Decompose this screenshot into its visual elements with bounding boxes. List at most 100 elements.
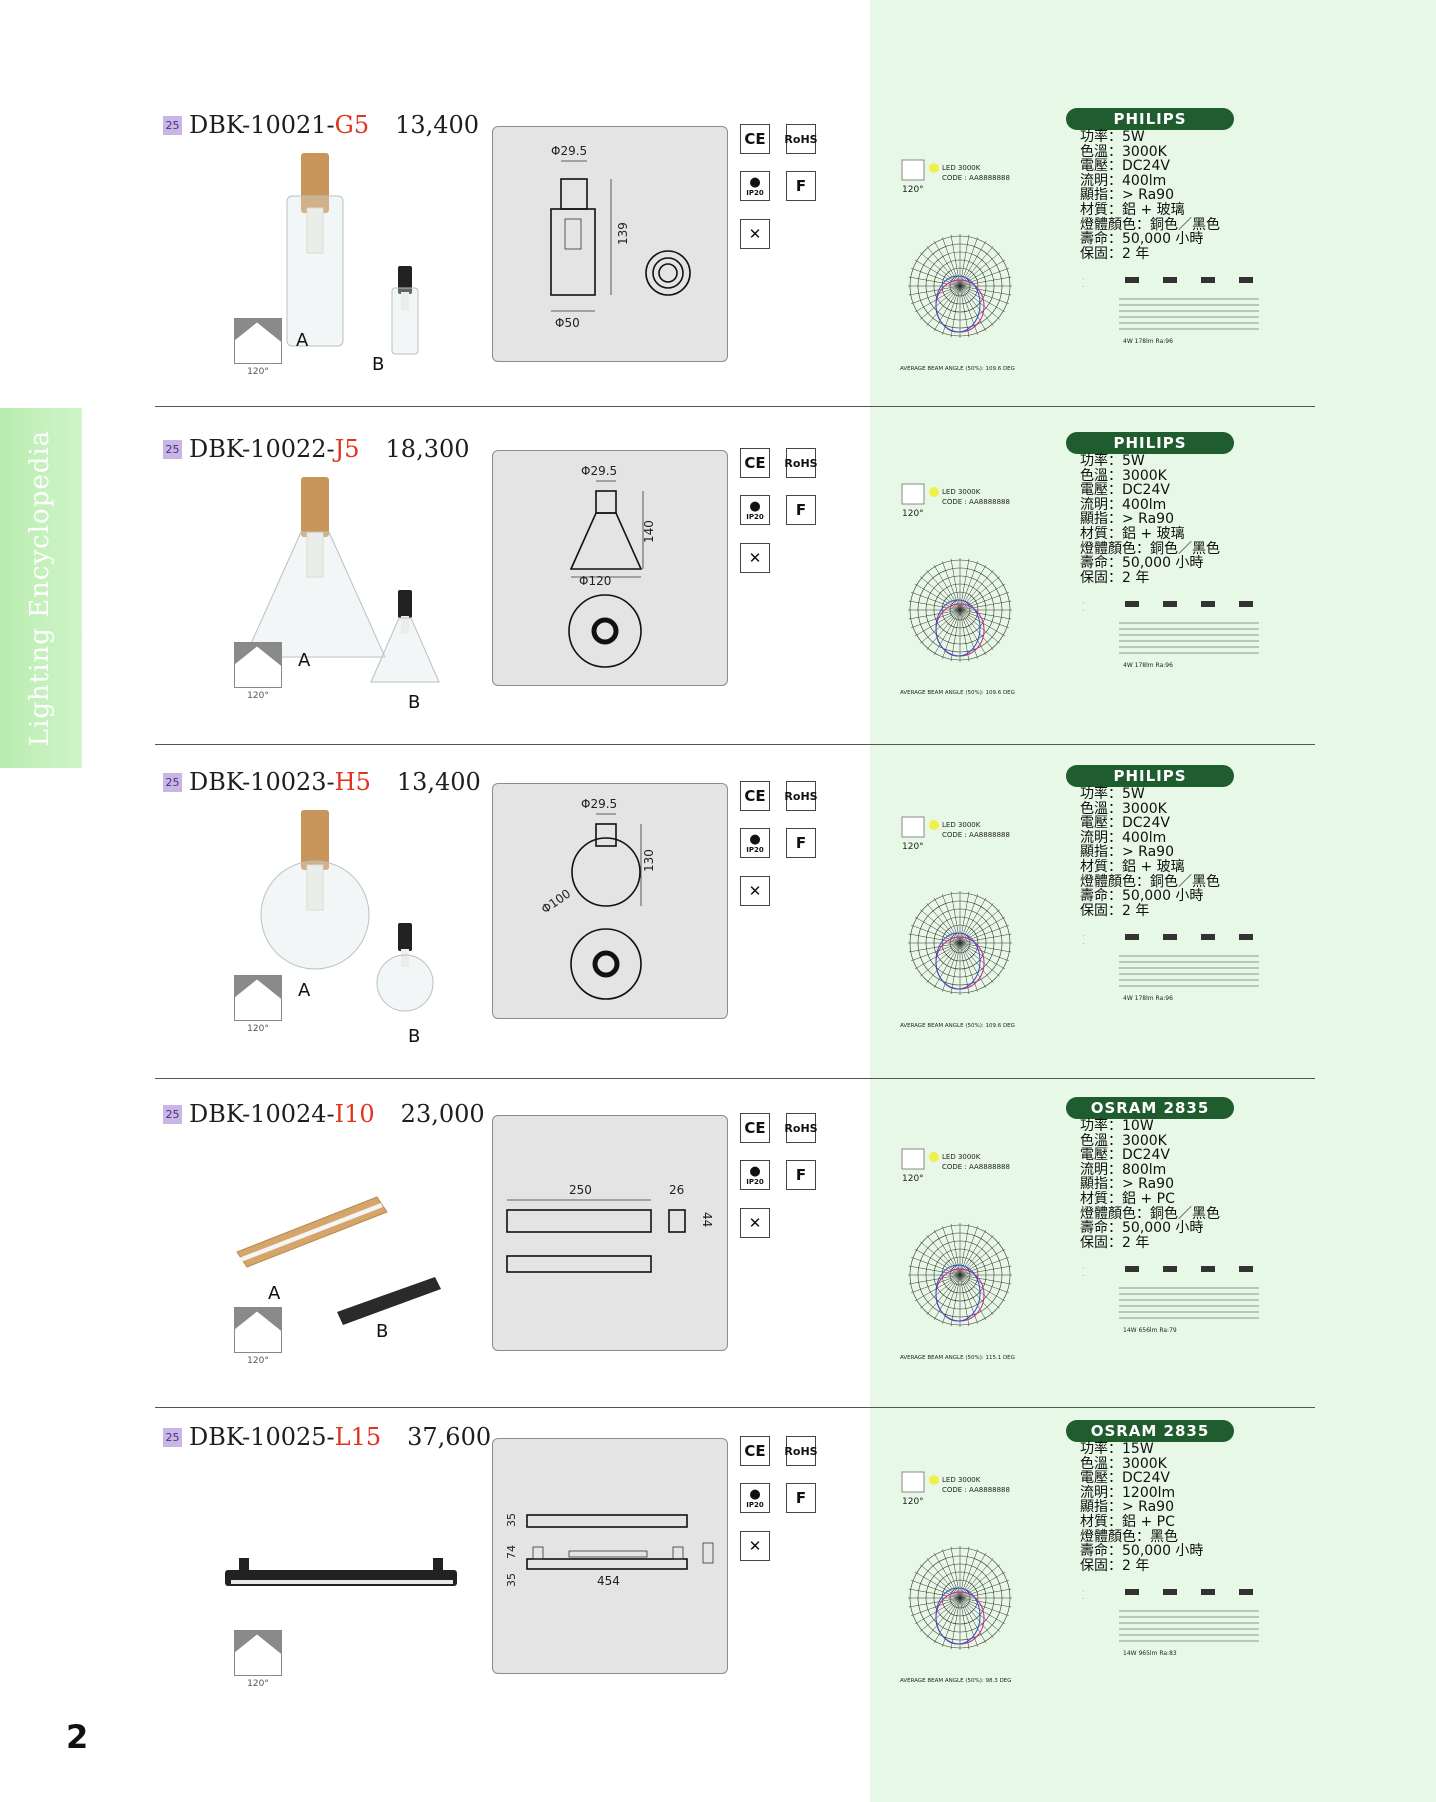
holder-outline bbox=[595, 823, 617, 847]
ip20-icon: ●IP20 bbox=[740, 171, 770, 201]
polar-spoke bbox=[959, 903, 994, 944]
polar-spoke bbox=[933, 1229, 961, 1276]
weee-bin-icon: ✕ bbox=[740, 543, 770, 573]
spec-line: 功率：15W bbox=[1080, 1441, 1154, 1457]
top-view-outline bbox=[526, 1514, 688, 1528]
beam-angle-label: 120° bbox=[247, 1024, 269, 1034]
spec-line: 電壓：DC24V bbox=[1080, 815, 1170, 832]
weee-bin-icon: ✕ bbox=[740, 1531, 770, 1561]
model-suffix: J5 bbox=[334, 435, 360, 463]
dimension-label: 35 bbox=[505, 1573, 518, 1587]
product-code-label: CODE : AA8888888 bbox=[942, 1486, 1010, 1494]
polar-spoke bbox=[911, 267, 961, 287]
product-title: 25 DBK-10023-H5 13,400 bbox=[163, 765, 481, 799]
spec-line: 保固：2 年 bbox=[1080, 902, 1150, 919]
dimension-label: Φ29.5 bbox=[581, 464, 617, 478]
polar-spoke bbox=[920, 1597, 961, 1632]
weee-bin-icon: ✕ bbox=[740, 1208, 770, 1238]
row-divider bbox=[155, 1407, 1315, 1408]
top-view-inner bbox=[591, 617, 619, 645]
f-mark-icon: F bbox=[786, 828, 816, 858]
polar-spoke bbox=[959, 276, 1012, 287]
polar-spoke bbox=[959, 609, 1009, 629]
diffuser bbox=[231, 1580, 453, 1584]
ip20-icon: ●IP20 bbox=[740, 828, 770, 858]
intensity-table-svg: INTENSITY (cd)14W 656lm Ra:79 bbox=[1079, 1266, 1259, 1334]
ce-icon: CE bbox=[740, 1436, 770, 1466]
weee-bin-icon: ✕ bbox=[740, 876, 770, 906]
polar-spoke bbox=[959, 246, 994, 287]
dimension-label: 139 bbox=[616, 222, 630, 245]
average-beam-angle: AVERAGE BEAM ANGLE (50%): 109.6 DEG bbox=[900, 366, 1015, 372]
polar-spoke bbox=[950, 942, 961, 995]
end-view-outline bbox=[702, 1542, 714, 1564]
polar-spoke bbox=[959, 891, 970, 944]
side-tab-text: Lighting Encyclopedia bbox=[25, 429, 55, 747]
polar-spoke bbox=[941, 1549, 961, 1599]
glass-globe bbox=[260, 860, 370, 970]
rohs-icon: RoHS bbox=[784, 781, 818, 811]
model-suffix: G5 bbox=[334, 111, 370, 139]
mount-left bbox=[532, 1546, 544, 1560]
variant-b-label: B bbox=[376, 1321, 389, 1342]
polar-spoke bbox=[959, 561, 979, 611]
polar-spoke bbox=[959, 1552, 987, 1599]
f-mark-icon: F bbox=[786, 1483, 816, 1513]
polar-spoke bbox=[959, 1597, 1012, 1608]
beam-angle-icon bbox=[901, 483, 925, 505]
category-badge: 25 bbox=[163, 439, 182, 459]
ce-icon: CE bbox=[740, 448, 770, 478]
intensity-table-svg: INTENSITY (cd)4W 178lm Ra:96 bbox=[1079, 277, 1259, 345]
distribution-curve bbox=[935, 599, 981, 657]
beam-angle-indicator: 120° bbox=[234, 1630, 282, 1689]
polar-spoke bbox=[933, 1552, 961, 1599]
polar-spoke bbox=[911, 1274, 961, 1294]
polar-spoke bbox=[959, 933, 1012, 944]
mount-right bbox=[433, 1558, 443, 1572]
spec-line: 材質：鋁 + PC bbox=[1080, 1513, 1175, 1530]
led-color-dot bbox=[929, 487, 939, 497]
dimension-label: 250 bbox=[569, 1183, 592, 1197]
product-title: 25 DBK-10021-G5 13,400 bbox=[163, 108, 479, 142]
product-photo-svg bbox=[225, 1558, 457, 1586]
spec-line: 功率：5W bbox=[1080, 129, 1145, 145]
product-code-label: CODE : AA8888888 bbox=[942, 831, 1010, 839]
table-header-mark bbox=[1125, 601, 1139, 607]
polar-spoke bbox=[959, 1597, 1006, 1625]
led-color-dot bbox=[929, 820, 939, 830]
spec-line: 保固：2 年 bbox=[1080, 245, 1150, 262]
polar-spoke bbox=[941, 1226, 961, 1276]
ip20-icon: ●IP20 bbox=[740, 1160, 770, 1190]
polar-spoke bbox=[959, 609, 1012, 620]
polar-spoke bbox=[908, 1265, 961, 1276]
polar-spoke bbox=[933, 609, 961, 656]
polar-spoke bbox=[941, 561, 961, 611]
polar-spoke bbox=[920, 285, 961, 320]
model-number: DBK-10022- bbox=[189, 435, 335, 463]
polar-spoke bbox=[926, 1558, 961, 1599]
spec-line: 顯指：> Ra90 bbox=[1080, 1176, 1174, 1193]
side-view-outline bbox=[506, 1209, 652, 1233]
beam-angle-icon bbox=[234, 318, 282, 364]
lamp-module bbox=[306, 864, 324, 911]
table-header-mark bbox=[1163, 277, 1177, 283]
polar-spoke bbox=[926, 609, 961, 650]
average-beam-angle: AVERAGE BEAM ANGLE (50%): 98.3 DEG bbox=[900, 1678, 1011, 1684]
dimension-label: 454 bbox=[597, 1574, 620, 1588]
end-view-outline bbox=[668, 1209, 686, 1233]
table-header-mark bbox=[1201, 277, 1215, 283]
lumen-note: 14W 965lm Ra:83 bbox=[1123, 1650, 1177, 1657]
dimension-label: 140 bbox=[642, 520, 656, 543]
product-photo bbox=[225, 1460, 465, 1710]
dimension-label: Φ29.5 bbox=[551, 144, 587, 158]
product-code-label: CODE : AA8888888 bbox=[942, 174, 1010, 182]
table-header-mark bbox=[1201, 1266, 1215, 1272]
table-header-mark bbox=[1239, 934, 1253, 940]
average-beam-angle: AVERAGE BEAM ANGLE (50%): 109.6 DEG bbox=[900, 1023, 1015, 1029]
polar-spoke bbox=[959, 1597, 987, 1644]
